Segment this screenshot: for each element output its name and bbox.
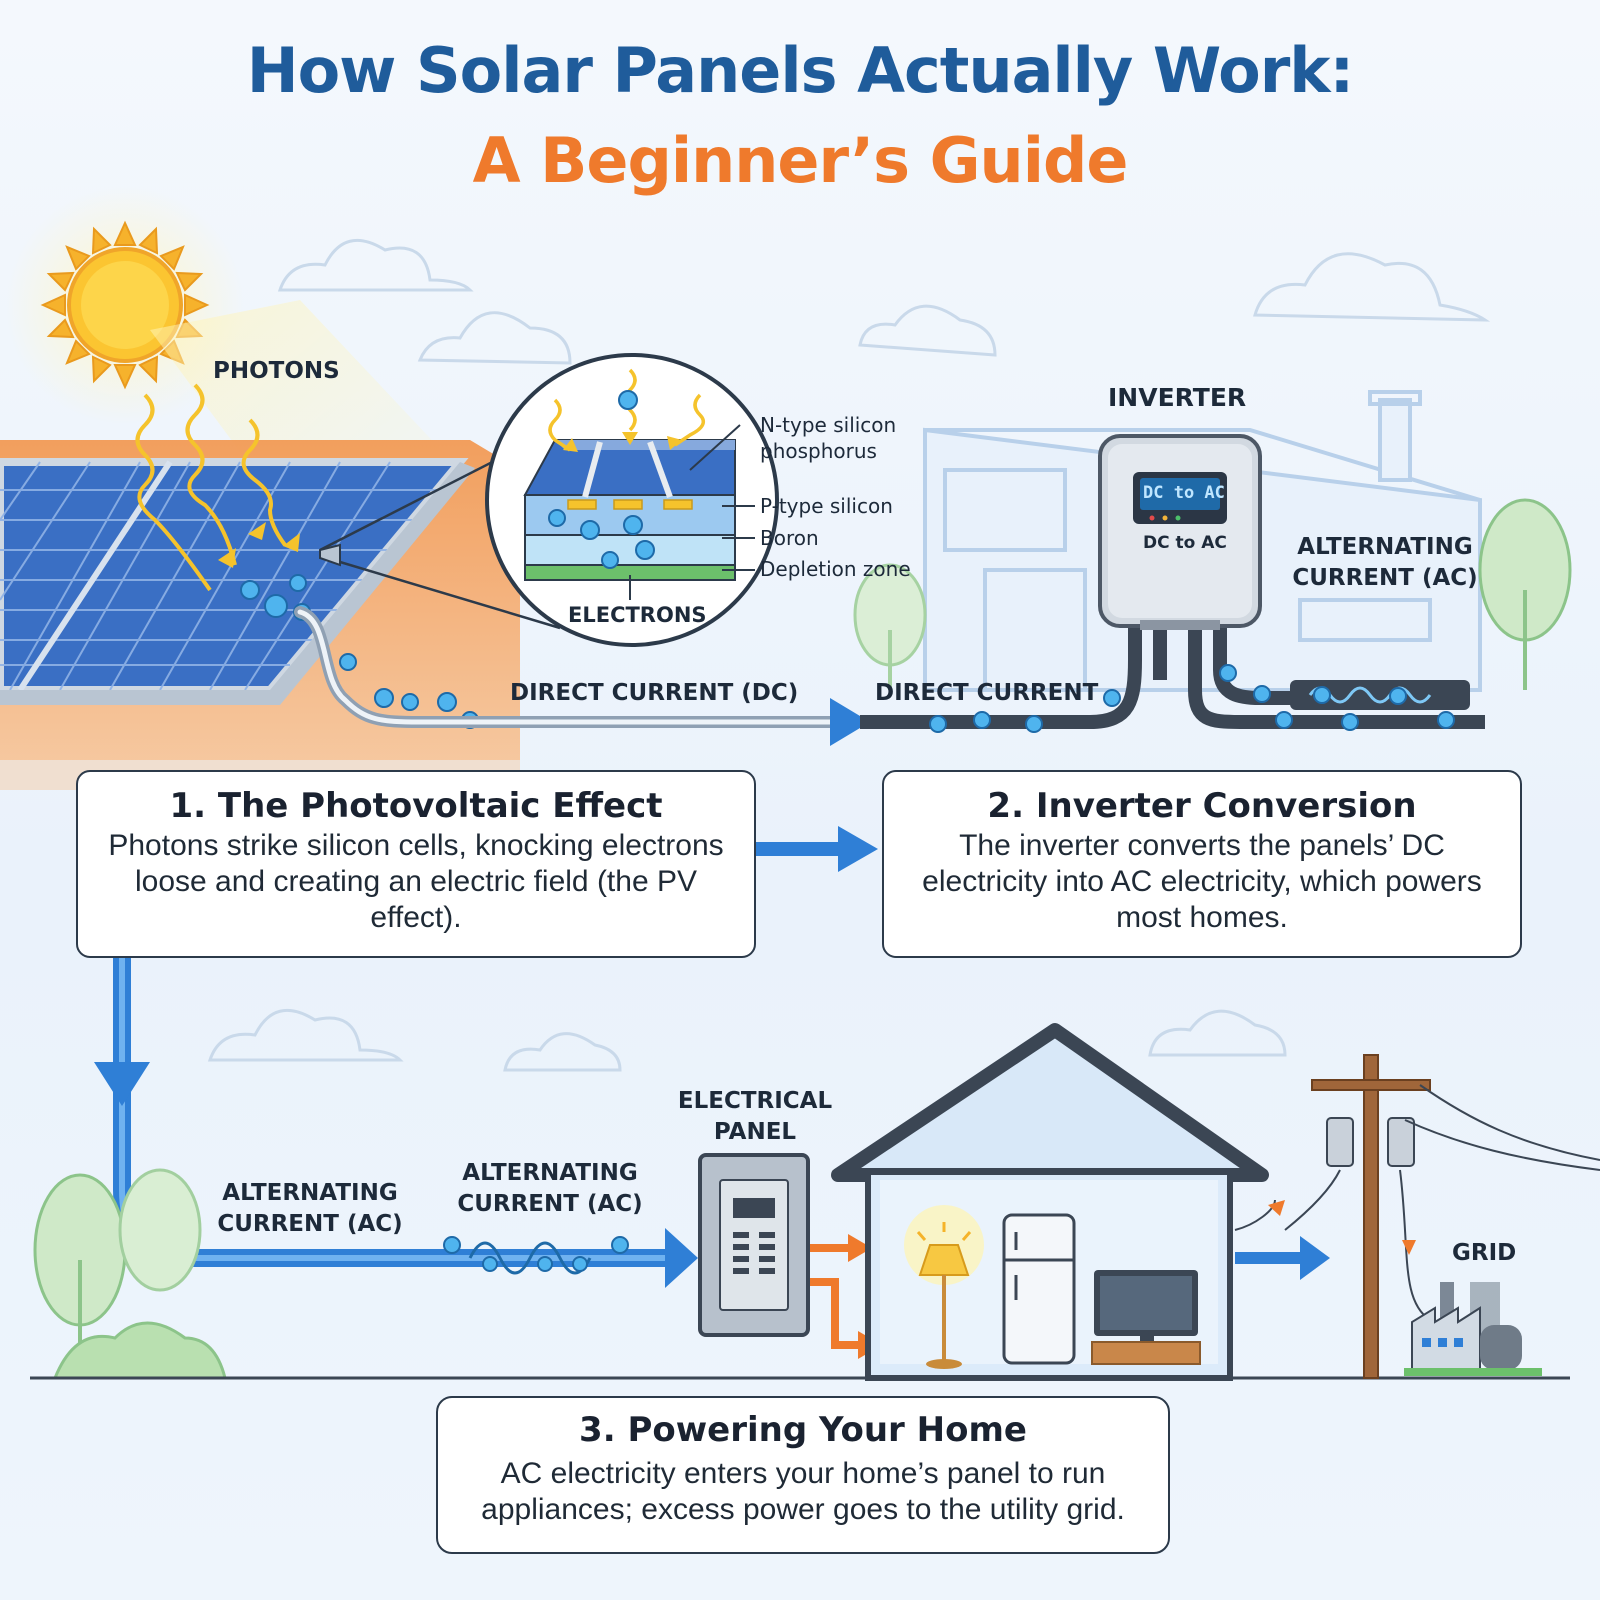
step-1-line-2: loose and creating an electric field (th… — [135, 865, 697, 898]
inverter-label: INVERTER — [1108, 383, 1247, 412]
dc-arrow — [830, 698, 870, 746]
phosphorus-label: phosphorus — [760, 439, 877, 463]
electrons-label: ELECTRONS — [568, 603, 707, 627]
photon-arrows — [135, 383, 287, 592]
ac-mid-line-1: ALTERNATING — [462, 1160, 638, 1186]
electrical-panel-label: ELECTRICAL PANEL — [660, 1086, 850, 1148]
utility-pole — [1284, 1054, 1600, 1379]
electrical-panel-line-1: ELECTRICAL — [677, 1088, 833, 1114]
ntype-label: N-type silicon — [760, 413, 897, 437]
dc-label: DIRECT CURRENT (DC) — [510, 680, 799, 706]
title-line-1: How Solar Panels Actually Work: — [246, 34, 1355, 107]
fridge-icon — [1002, 1213, 1076, 1365]
boron-label: Boron — [760, 526, 819, 550]
solar-panel — [0, 458, 475, 705]
tree-top-right — [1478, 498, 1572, 690]
step-2-line-1: The inverter converts the panels’ DC — [959, 829, 1445, 862]
factory-icon — [1404, 1282, 1542, 1376]
tv-icon — [1091, 1270, 1201, 1365]
photons-label: PHOTONS — [213, 358, 340, 384]
house — [831, 1023, 1269, 1381]
depletion-label: Depletion zone — [760, 557, 911, 581]
step-1-line-1: Photons strike silicon cells, knocking e… — [108, 829, 724, 862]
ac-top-label: ALTERNATING CURRENT (AC) — [1290, 532, 1480, 594]
step-2-line-3: most homes. — [1116, 901, 1288, 934]
inverter-display: DC to AC — [1143, 483, 1225, 503]
step-3-line-2: appliances; excess power goes to the uti… — [481, 1493, 1125, 1526]
tree-top-mid — [853, 563, 927, 690]
ac-left-label: ALTERNATING CURRENT (AC) — [210, 1178, 410, 1240]
lamp-icon — [904, 1205, 984, 1369]
step-3-title: 3. Powering Your Home — [579, 1410, 1027, 1450]
dc-short-label: DIRECT CURRENT — [875, 680, 1099, 706]
ac-left-line-2: CURRENT (AC) — [217, 1211, 403, 1237]
step-arrow — [838, 826, 878, 872]
down-arrow — [94, 1062, 150, 1106]
step-3-line-1: AC electricity enters your home’s panel … — [500, 1457, 1106, 1490]
title-line-2: A Beginner’s Guide — [472, 124, 1129, 197]
ac-left-line-1: ALTERNATING — [222, 1180, 398, 1206]
step-1-box: 1. The Photovoltaic Effect Photons strik… — [76, 770, 756, 958]
electrical-panel-device — [698, 1153, 810, 1337]
inverter-caption: DC to AC — [1143, 533, 1227, 553]
ac-top-line-1: ALTERNATING — [1297, 534, 1473, 560]
tree-bottom-left — [33, 1168, 227, 1380]
ac-top-line-2: CURRENT (AC) — [1292, 565, 1478, 591]
step-3-box: 3. Powering Your Home AC electricity ent… — [436, 1396, 1170, 1554]
inverter-device — [1098, 434, 1262, 630]
step-2-line-2: electricity into AC electricity, which p… — [922, 865, 1482, 898]
step-2-title: 2. Inverter Conversion — [987, 786, 1417, 826]
step-1-title: 1. The Photovoltaic Effect — [169, 786, 663, 826]
clouds — [207, 238, 1491, 1072]
ac-mid-line-2: CURRENT (AC) — [457, 1191, 643, 1217]
electrical-panel-line-2: PANEL — [713, 1119, 797, 1145]
grid-label: GRID — [1452, 1240, 1517, 1266]
ac-mid-label: ALTERNATING CURRENT (AC) — [450, 1158, 650, 1220]
step-2-box: 2. Inverter Conversion The inverter conv… — [882, 770, 1522, 958]
step-1-line-3: effect). — [370, 901, 462, 934]
ptype-label: P-type silicon — [760, 494, 893, 518]
